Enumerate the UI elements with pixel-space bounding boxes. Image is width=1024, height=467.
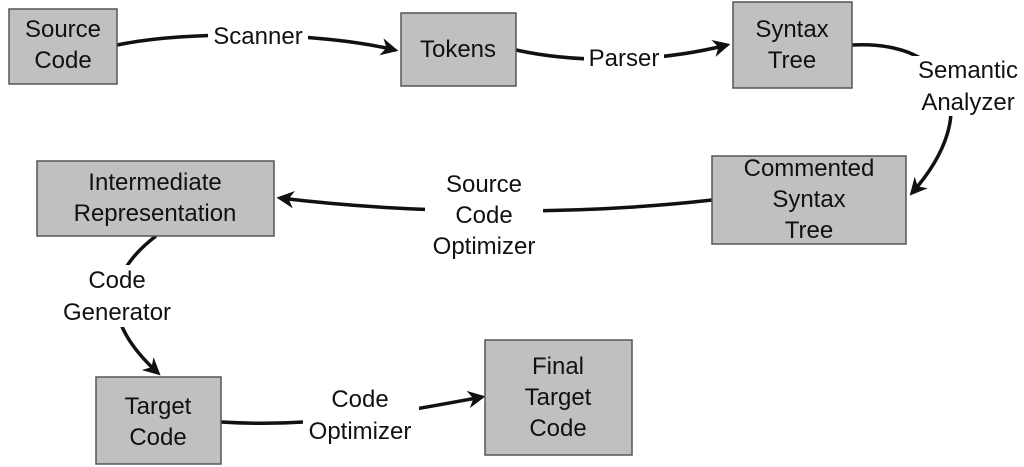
node-source-code-line-1: Source [25, 16, 101, 43]
node-commented-syntax-tree-line-1: Commented [744, 155, 875, 182]
node-syntax-tree-line-1: Syntax [755, 16, 828, 43]
edge-label-scanner: Scanner [208, 22, 308, 50]
edge-label-source-code-optimizer: Source Code Optimizer [425, 168, 543, 262]
node-syntax-tree-line-2: Tree [768, 47, 816, 74]
node-commented-syntax-tree-line-3: Tree [785, 217, 833, 244]
node-final-target-code-line-1: Final [532, 353, 584, 380]
edge-label-parser: Parser [584, 45, 664, 72]
edge-label-semantic-analyzer-line-2: Analyzer [921, 89, 1014, 116]
node-source-code-line-2: Code [34, 47, 91, 74]
edge-label-code-optimizer-line-2: Optimizer [309, 418, 412, 445]
node-final-target-code-line-2: Target [525, 384, 592, 411]
edge-label-source-code-optimizer-line-1: Source [446, 171, 522, 198]
edge-label-source-code-optimizer-line-3: Optimizer [433, 233, 536, 260]
node-source-code: Source Code [8, 8, 118, 85]
node-intermediate-representation: Intermediate Representation [36, 160, 275, 237]
node-commented-syntax-tree: Commented Syntax Tree [711, 155, 907, 245]
edge-label-source-code-optimizer-line-2: Code [455, 202, 512, 229]
edge-label-code-generator-line-1: Code [88, 267, 145, 294]
node-target-code: Target Code [95, 376, 222, 465]
node-tokens: Tokens [400, 12, 517, 87]
edge-label-code-generator: Code Generator [54, 265, 178, 327]
edge-label-semantic-analyzer-line-1: Semantic [918, 57, 1018, 84]
edge-label-code-optimizer-line-1: Code [331, 386, 388, 413]
edge-label-semantic-analyzer: Semantic Analyzer [910, 56, 1024, 116]
node-final-target-code: Final Target Code [484, 339, 633, 456]
node-intermediate-representation-line-1: Intermediate [88, 169, 221, 196]
node-final-target-code-line-3: Code [529, 415, 586, 442]
node-target-code-line-1: Target [125, 393, 192, 420]
edge-label-parser-line-1: Parser [589, 45, 660, 72]
node-target-code-line-2: Code [129, 424, 186, 451]
node-syntax-tree: Syntax Tree [732, 1, 853, 89]
node-commented-syntax-tree-line-2: Syntax [772, 186, 845, 213]
edge-label-scanner-line-1: Scanner [213, 23, 302, 50]
edge-label-code-optimizer: Code Optimizer [303, 384, 419, 446]
edge-label-code-generator-line-2: Generator [63, 299, 171, 326]
node-intermediate-representation-line-2: Representation [74, 200, 237, 227]
node-tokens-line-1: Tokens [420, 36, 496, 63]
